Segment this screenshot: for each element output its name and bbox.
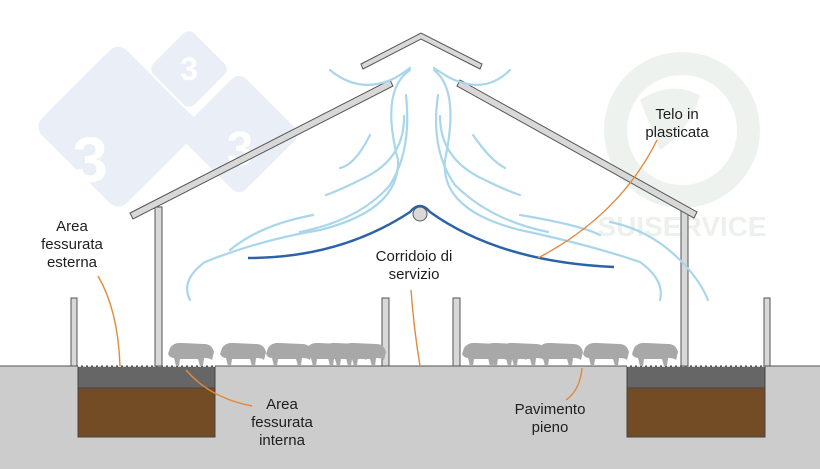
label-line: fessurata [41,236,103,253]
right-main-post [680,206,689,367]
label-line: servizio [388,266,440,283]
pigs-left-pen [168,342,386,366]
airflow-line [328,66,412,86]
pig-silhouette [220,342,266,366]
label-area-fessurata-interna: Area fessurata interna [242,396,322,450]
airflow-line [438,114,522,197]
airflow-line [432,66,512,86]
roof-right [456,79,698,219]
left-main-post [154,206,163,367]
structure [70,32,771,367]
pig-silhouette [340,342,386,366]
label-pavimento-pieno: Pavimento pieno [505,401,595,437]
watermark-leaf-icon [640,88,700,150]
plastic-curtain [247,204,615,269]
airflow-line [338,133,372,170]
pig-silhouette [583,342,629,366]
label-line: Corridoio di [375,248,453,265]
label-telo-in-plasticata: Telo in plasticata [637,106,717,142]
label-line: Telo in [655,106,699,123]
watermark-diamond-medium [180,75,298,193]
label-line: plasticata [645,124,709,141]
airflow-line [186,68,412,302]
right-slatted-pit [626,365,766,438]
watermark-diamond-small [151,31,227,107]
corridor-right-wall [452,297,461,367]
roof-left [129,79,394,220]
left-slat-layer [77,365,216,389]
label-line: esterna [46,254,98,271]
left-slatted-pit [77,365,216,438]
airflow-line [432,68,662,302]
right-manure-layer [626,387,766,438]
airflow-line [435,93,550,234]
label-line: fessurata [251,414,313,431]
left-outer-wall [70,297,78,367]
leader-corridoio [410,289,421,367]
label-line: Area [266,396,298,413]
label-line: Area [56,218,88,235]
label-area-fessurata-esterna: Area fessurata esterna [27,218,117,272]
watermark-digit-small: 3 [180,51,198,87]
right-outer-wall [763,297,771,367]
leader-telo [537,139,658,259]
watermark-333-logo: 3 3 3 [38,31,298,207]
airflow-line [608,220,710,302]
pigs-right-pen [462,342,678,366]
label-corridoio-di-servizio: Corridoio di servizio [364,248,464,284]
label-line: interna [259,432,305,449]
label-line: pieno [531,419,569,436]
leader-lines [97,139,658,407]
watermark-diamond-large [38,46,199,207]
airflow-line [298,93,409,234]
leader-pavimento [565,367,583,401]
pig-silhouette [168,342,214,366]
pig-silhouette [632,342,678,366]
ridge-cap [360,32,483,70]
label-line: Pavimento [514,401,586,418]
curtain-pulley [412,206,428,222]
watermark-digit-large: 3 [72,124,108,196]
corridor-left-wall [381,297,390,367]
leader-area-esterna [97,275,121,367]
airflow-line [228,213,315,252]
pig-silhouette [266,342,312,366]
left-manure-layer [77,387,216,438]
airflow-lines [186,66,710,302]
right-slat-layer [626,365,766,389]
leader-area-interna [185,369,253,407]
pig-silhouette [537,342,583,366]
pig-silhouette [500,342,546,366]
airflow-line [518,213,602,237]
airflow-line [471,133,507,170]
airflow-line [324,114,406,197]
